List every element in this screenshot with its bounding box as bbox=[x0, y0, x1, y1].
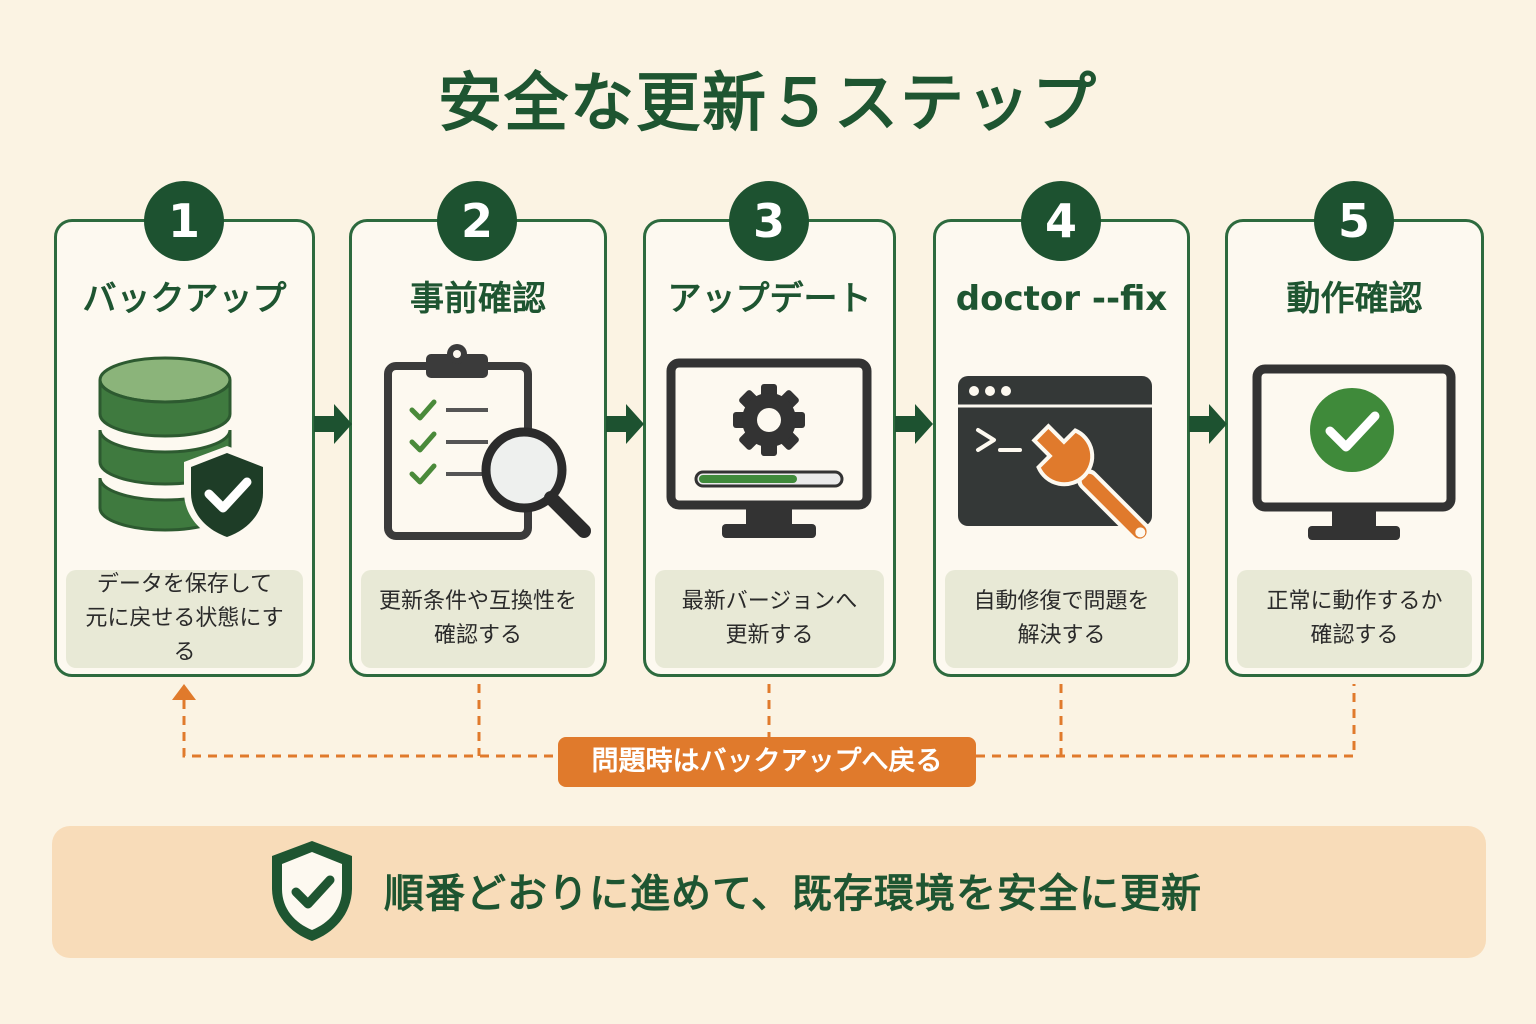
step-title: アップデート bbox=[667, 279, 872, 319]
step-title: 事前確認 bbox=[410, 279, 546, 319]
step-description-line: 最新バージョンへ bbox=[681, 589, 858, 614]
step-description: 正常に動作するか確認する bbox=[1237, 570, 1472, 668]
step-number-badge: 2 bbox=[437, 181, 517, 261]
step-description-line: 更新する bbox=[725, 623, 814, 648]
step-description: 更新条件や互換性を確認する bbox=[361, 570, 595, 668]
step-number-badge: 1 bbox=[144, 181, 224, 261]
step-title: doctor --fix bbox=[955, 279, 1168, 319]
database-shield-icon bbox=[98, 356, 270, 544]
terminal-wrench-icon bbox=[958, 376, 1152, 544]
rollback-notice-badge: 問題時はバックアップへ戻る bbox=[558, 737, 976, 787]
step-description-line: 更新条件や互換性を bbox=[378, 589, 577, 614]
step-title: 動作確認 bbox=[1286, 279, 1423, 319]
step-description-line: 確認する bbox=[433, 623, 522, 648]
step-description: データを保存して元に戻せる状態にする bbox=[66, 570, 303, 668]
arrow-right-icon bbox=[606, 404, 644, 444]
step-description: 最新バージョンへ更新する bbox=[655, 570, 884, 668]
arrow-right-icon bbox=[1189, 404, 1227, 444]
monitor-gear-progress-icon bbox=[666, 358, 872, 538]
step-description-line: 解決する bbox=[1017, 623, 1106, 648]
step-number-badge: 5 bbox=[1314, 181, 1394, 261]
step-description-line: 元に戻せる状態にする bbox=[85, 606, 284, 665]
page-title: 安全な更新５ステップ bbox=[438, 67, 1098, 141]
step-description-line: データを保存して bbox=[96, 572, 273, 597]
step-description: 自動修復で問題を解決する bbox=[945, 570, 1178, 668]
summary-text: 順番どおりに進めて、既存環境を安全に更新 bbox=[384, 871, 1202, 917]
step-number-badge: 4 bbox=[1021, 181, 1101, 261]
monitor-check-icon bbox=[1252, 364, 1456, 540]
step-description-line: 確認する bbox=[1310, 623, 1399, 648]
step-description-line: 自動修復で問題を bbox=[973, 589, 1150, 614]
step-number-badge: 3 bbox=[729, 181, 809, 261]
arrow-right-icon bbox=[314, 404, 352, 444]
shield-check-icon bbox=[272, 841, 352, 941]
arrow-right-icon bbox=[895, 404, 933, 444]
clipboard-magnifier-icon bbox=[384, 344, 591, 540]
step-description-line: 正常に動作するか bbox=[1266, 589, 1443, 614]
step-title: バックアップ bbox=[82, 279, 287, 319]
